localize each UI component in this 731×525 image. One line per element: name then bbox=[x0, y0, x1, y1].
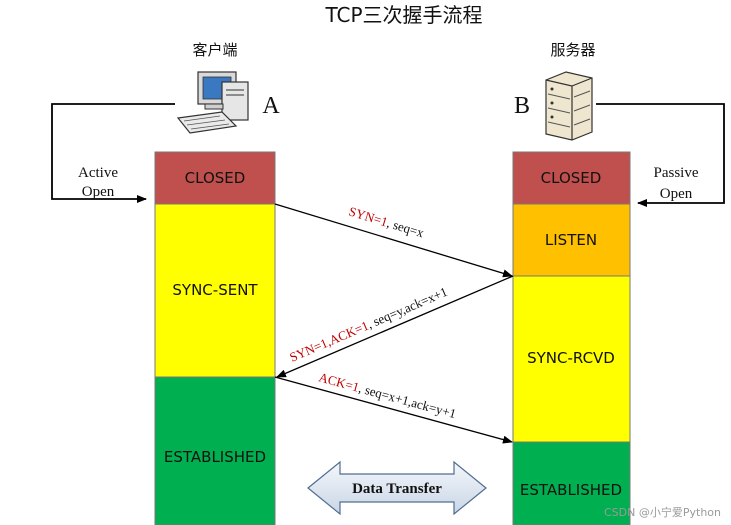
server-letter: B bbox=[514, 93, 530, 119]
passive-open-connector bbox=[596, 103, 725, 207]
client-letter: A bbox=[262, 93, 280, 119]
data-transfer-label: Data Transfer bbox=[352, 481, 442, 497]
active-open-label-line1: Active bbox=[78, 165, 118, 181]
computer-icon bbox=[176, 71, 249, 134]
syn-message-flags: SYN=1 bbox=[347, 204, 389, 230]
client-label: 客户端 bbox=[192, 41, 237, 59]
server-state-sync-rcvd-label: SYNC-RCVD bbox=[527, 349, 615, 367]
diagram-title: TCP三次握手流程 bbox=[324, 3, 482, 27]
watermark-text: CSDN @小宁爱Python bbox=[604, 505, 721, 519]
client-states-column: CLOSED SYNC-SENT ESTABLISHED bbox=[154, 151, 276, 525]
syn-message-fields: , seq=x bbox=[385, 215, 426, 240]
synack-message-arrow bbox=[276, 275, 514, 378]
server-state-listen-label: LISTEN bbox=[545, 231, 597, 249]
client-state-sync-sent-label: SYNC-SENT bbox=[172, 281, 258, 299]
syn-message-label: SYN=1, seq=x bbox=[347, 204, 426, 241]
server-state-sync-rcvd bbox=[512, 275, 631, 443]
ack-message-label: ACK=1, seq=x+1,ack=y+1 bbox=[317, 369, 458, 421]
passive-open-label-line2: Open bbox=[660, 186, 693, 202]
ack-message-arrow bbox=[274, 376, 513, 444]
synack-message-flags: SYN=1,ACK=1 bbox=[287, 318, 370, 365]
server-state-closed bbox=[512, 151, 631, 205]
server-state-established-label: ESTABLISHED bbox=[520, 481, 622, 499]
server-label: 服务器 bbox=[550, 41, 595, 59]
syn-message-arrow bbox=[274, 203, 513, 278]
ack-message-fields: , seq=x+1,ack=y+1 bbox=[357, 380, 458, 421]
synack-message-label: SYN=1,ACK=1, seq=y,ack=x+1 bbox=[287, 284, 449, 365]
server-state-closed-label: CLOSED bbox=[541, 169, 602, 187]
active-open-connector bbox=[51, 103, 175, 203]
data-transfer-arrow bbox=[307, 460, 487, 516]
client-state-closed-label: CLOSED bbox=[185, 169, 246, 187]
client-state-established-label: ESTABLISHED bbox=[164, 448, 266, 466]
client-state-sync-sent bbox=[154, 203, 276, 378]
active-open-label-line2: Open bbox=[82, 184, 115, 200]
server-state-listen bbox=[512, 203, 631, 277]
passive-open-label-line1: Passive bbox=[654, 165, 699, 181]
client-state-closed bbox=[154, 151, 276, 205]
server-state-established bbox=[512, 441, 631, 525]
server-icon bbox=[545, 71, 593, 141]
synack-message-fields: , seq=y,ack=x+1 bbox=[365, 284, 450, 332]
server-states-column: CLOSED LISTEN SYNC-RCVD ESTABLISHED bbox=[512, 151, 631, 525]
client-state-established bbox=[154, 376, 276, 525]
